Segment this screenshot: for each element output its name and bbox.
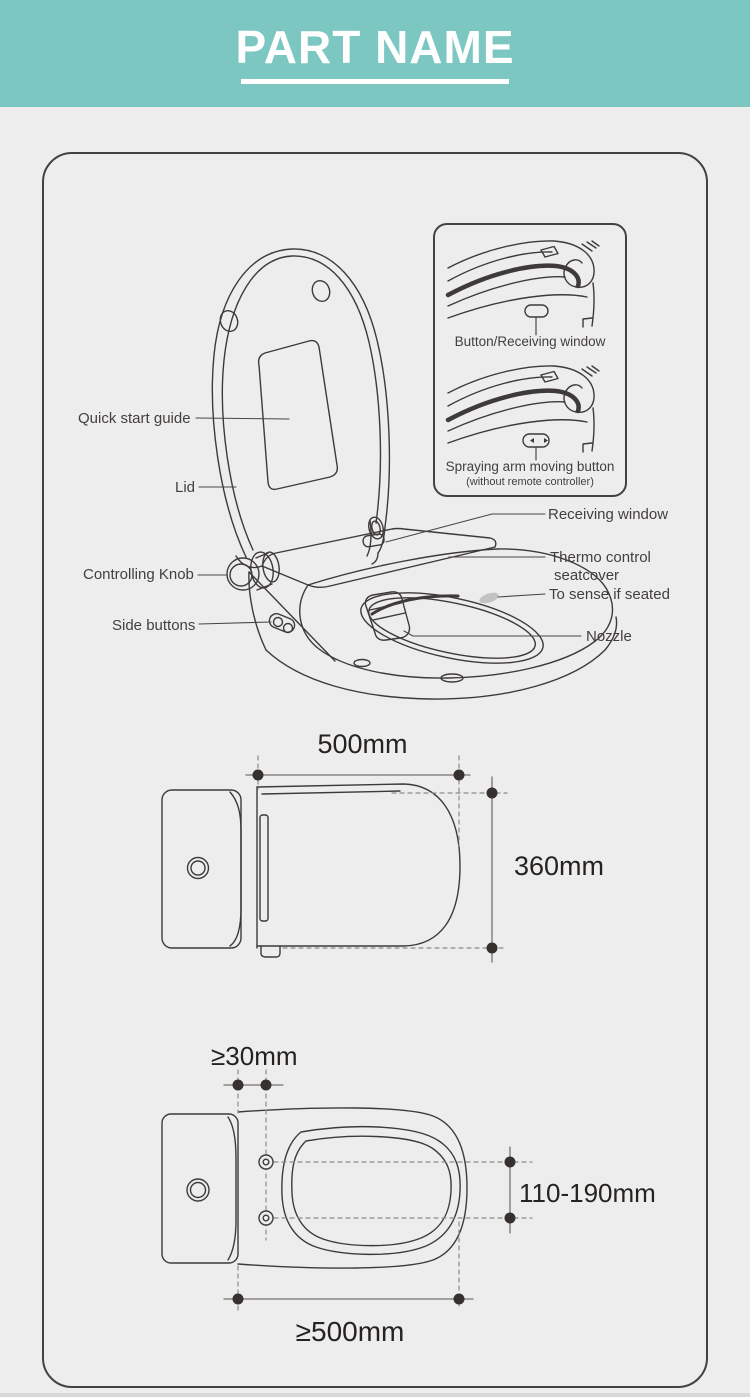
label-quick-start-guide: Quick start guide	[78, 410, 191, 427]
header-banner: PART NAME	[0, 0, 750, 107]
label-thermo-control-seatcover: Thermo control seatcover	[550, 549, 651, 585]
label-controlling-knob: Controlling Knob	[83, 566, 194, 583]
label-side-buttons: Side buttons	[112, 617, 196, 634]
title-underline	[241, 78, 509, 84]
label-nozzle: Nozzle	[586, 628, 632, 645]
dimension-tank-clearance: ≥30mm	[211, 1041, 298, 1071]
label-thermo-line1: Thermo control	[550, 549, 651, 566]
bottom-edge	[0, 1393, 750, 1397]
dimension-seat-depth: 360mm	[514, 851, 605, 881]
caption-button-receiving-window: Button/Receiving window	[454, 334, 606, 349]
label-thermo-line2: seatcover	[554, 567, 620, 584]
label-lid: Lid	[175, 479, 196, 496]
dimension-hole-distance: 110-190mm	[519, 1178, 656, 1208]
page-title: PART NAME	[235, 20, 515, 73]
detail-inset-box	[433, 223, 627, 497]
caption-spray-arm-button: Spraying arm moving button	[445, 459, 615, 474]
dimension-min-bowl-length: ≥500mm	[295, 1316, 405, 1347]
dimension-seat-width: 500mm	[317, 729, 408, 759]
caption-spray-arm-note: (without remote controller)	[466, 476, 594, 488]
label-receiving-window: Receiving window	[548, 506, 669, 523]
label-seat-sensor: To sense if seated	[549, 586, 670, 603]
